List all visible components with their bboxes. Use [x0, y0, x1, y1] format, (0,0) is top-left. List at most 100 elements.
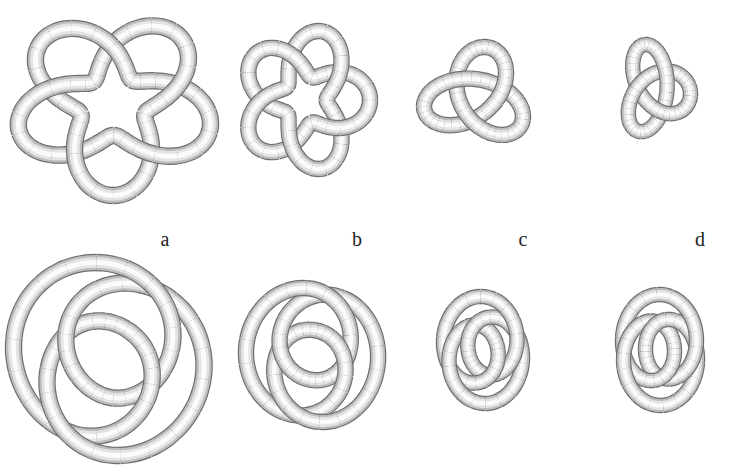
tube-shade — [347, 319, 351, 335]
tube-shade — [48, 349, 55, 369]
tube-shade — [288, 406, 302, 417]
tube-shade — [504, 77, 506, 85]
tube-shade — [377, 346, 378, 369]
tube-shade — [122, 139, 135, 147]
tube-segment — [437, 83, 444, 87]
tube-shade — [280, 347, 283, 358]
tube-shade — [302, 377, 309, 379]
tube-shade — [41, 268, 67, 284]
tube-segment — [338, 409, 355, 419]
tube-shade — [55, 416, 70, 437]
tube-shade — [634, 52, 636, 57]
tube-segment — [640, 79, 645, 84]
tube-shade — [123, 61, 128, 73]
tube-segment — [522, 113, 523, 119]
tube-segment — [637, 130, 641, 132]
tube-shade — [70, 75, 85, 93]
tube-shade — [262, 93, 274, 100]
tube-shade — [456, 300, 468, 309]
tube-shade — [286, 69, 291, 80]
tube-segment — [149, 283, 165, 304]
tube-segment — [354, 114, 365, 124]
tube-segment — [484, 107, 491, 113]
tube-shade — [521, 107, 523, 113]
tube-shade — [444, 118, 452, 132]
tube-shade — [643, 97, 648, 103]
tube-segment — [631, 125, 634, 129]
tube-segment — [630, 96, 632, 102]
tube-shade — [356, 391, 370, 408]
tube-shade — [311, 168, 325, 169]
tube-shade — [70, 76, 85, 92]
tube-segment — [50, 28, 71, 34]
tube-segment — [129, 26, 151, 32]
tube-segment — [76, 122, 80, 135]
tube-shade — [105, 321, 116, 324]
tube-segment — [427, 91, 431, 96]
tube-segment — [499, 391, 511, 400]
tube-segment — [122, 139, 135, 147]
tube-shade — [327, 94, 329, 100]
tube-shade — [330, 337, 336, 343]
tube-shade — [299, 159, 311, 168]
tube-shade — [103, 396, 113, 398]
tube-shade — [445, 80, 453, 83]
tube-shade — [118, 418, 135, 430]
tube-shade — [336, 144, 341, 159]
tube-segment — [506, 360, 512, 369]
tube-shade — [629, 102, 630, 108]
tube-shade — [146, 384, 151, 401]
tube-shade — [343, 362, 348, 375]
tube-shade — [308, 123, 312, 127]
tube-segment — [252, 49, 263, 58]
tube-shade — [78, 376, 86, 384]
tube-shade — [653, 121, 657, 126]
tube-shade — [466, 51, 471, 55]
tube-shade — [284, 308, 293, 321]
tube-segment — [208, 112, 210, 132]
tube-shade — [151, 26, 172, 31]
tube-shade — [327, 100, 329, 106]
tube-shade — [278, 49, 292, 55]
tube-shade — [659, 75, 675, 83]
tube-shade — [494, 338, 496, 343]
tube-shade — [254, 385, 267, 402]
tube-shade — [499, 391, 511, 400]
tube-segment — [94, 33, 112, 46]
tube-segment — [327, 94, 329, 100]
tube-shade — [491, 100, 497, 107]
tube-shade — [132, 80, 140, 81]
tube-shade — [679, 74, 683, 77]
tube-shade — [689, 96, 690, 101]
tube-segment — [48, 393, 55, 417]
tube-segment — [93, 320, 105, 321]
tube-segment — [629, 120, 631, 125]
tube-shade — [120, 449, 148, 455]
tube-shade — [686, 91, 695, 96]
tube-shade — [636, 84, 640, 90]
tube-shade — [475, 366, 479, 370]
tube-segment — [173, 31, 186, 46]
tube-shade — [142, 344, 148, 355]
tube-shade — [457, 93, 459, 101]
tube-shade — [332, 389, 341, 402]
tube-segment — [48, 349, 55, 369]
tube-shade — [208, 112, 210, 132]
tube-shade — [178, 148, 198, 156]
tube-shade — [306, 288, 324, 293]
tube-segment — [329, 85, 335, 94]
tube-shade — [302, 65, 308, 74]
tube-shade — [481, 128, 488, 132]
tube-shade — [689, 86, 690, 91]
tube-shade — [633, 70, 634, 77]
tube-segment — [125, 393, 138, 397]
tube-shade — [179, 66, 188, 85]
tube-segment — [521, 119, 523, 124]
tube-shade — [491, 334, 494, 339]
tube-shade — [487, 329, 491, 333]
tube-segment — [332, 389, 341, 402]
tube-shade — [295, 373, 302, 377]
tube-shade — [629, 120, 631, 125]
tube-shade — [37, 34, 50, 49]
tube-shade — [67, 351, 72, 365]
